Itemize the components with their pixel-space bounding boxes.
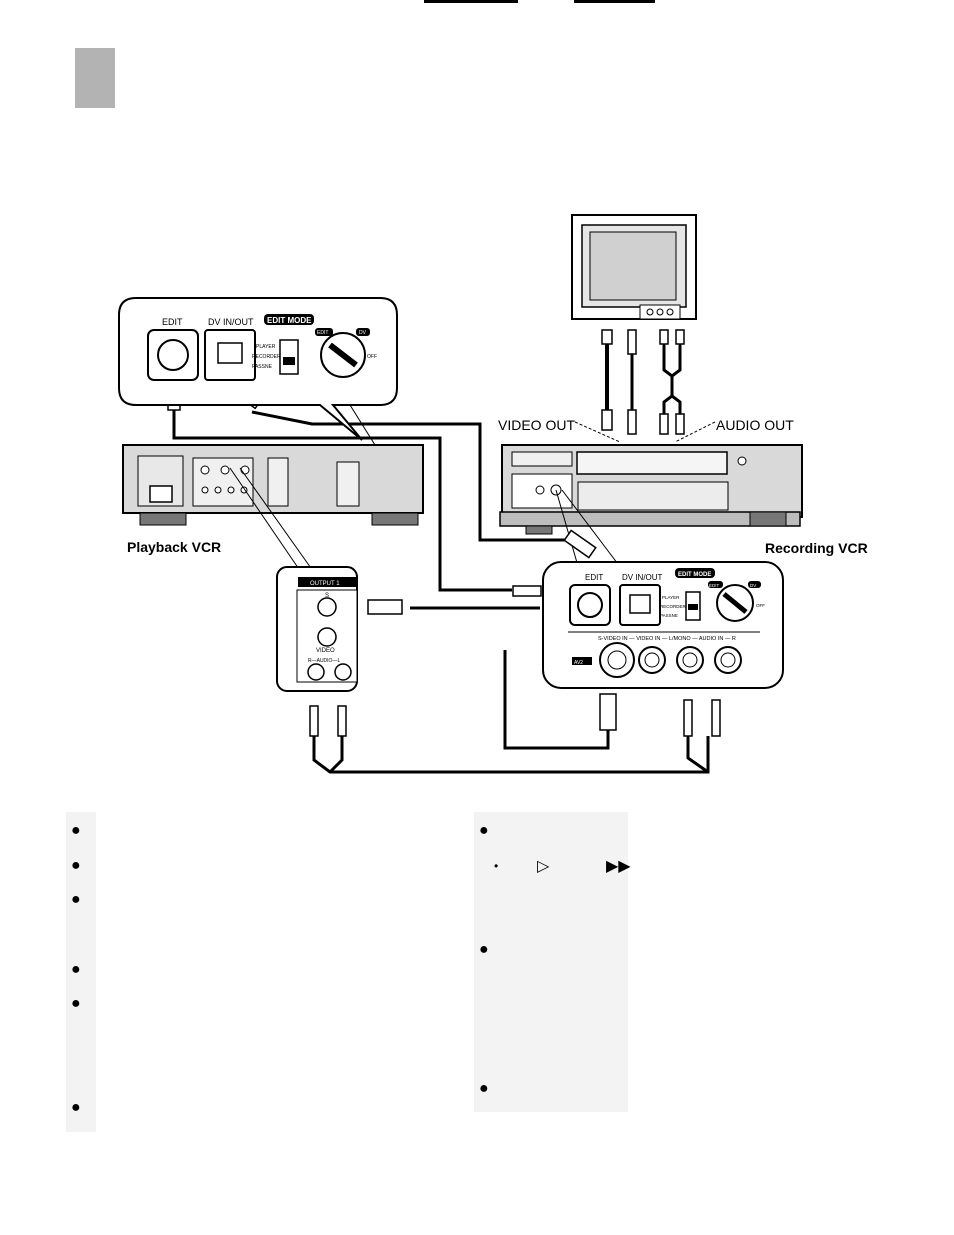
recording-edit-mode-label: EDIT MODE (678, 572, 711, 578)
right-column-shade (474, 812, 628, 1112)
recording-dial-dv: DV (750, 583, 756, 588)
section-tab (75, 48, 115, 108)
play-icon: ▷ (537, 858, 550, 875)
audio-out-label: AUDIO OUT (716, 417, 794, 433)
recording-vcr-label: Recording VCR (765, 540, 868, 556)
recording-dial-edit: EDIT (709, 583, 720, 588)
fast-forward-icon: ▶▶ (606, 858, 631, 875)
header-rule-left (424, 0, 518, 3)
bullet-left-5: ● (71, 995, 81, 1012)
recording-edit-label: EDIT (585, 573, 603, 582)
bullet-right-1: ● (479, 822, 489, 839)
playback-switch-recorder: RECORDER (252, 354, 281, 360)
recording-vcr (499, 444, 803, 535)
output-video-label: VIDEO (316, 648, 335, 654)
tv-set (571, 214, 697, 320)
playback-vcr-label: Playback VCR (127, 539, 221, 555)
recording-edit-panel (542, 561, 784, 689)
playback-dial-edit: EDIT (317, 330, 328, 336)
recording-switch-recorder: RECORDER (660, 604, 687, 609)
output-audio-label: R—AUDIO—L (308, 658, 340, 664)
recording-dial-off: OFF (756, 603, 765, 608)
output-panel (276, 566, 358, 692)
bullet-left-3: ● (71, 891, 81, 908)
sub-bullet-right-1: • (494, 859, 499, 873)
playback-edit-panel (118, 297, 398, 441)
bullet-left-2: ● (71, 857, 81, 874)
recording-input-row-label: S-VIDEO IN — VIDEO IN — L/MONO — AUDIO I… (598, 636, 736, 642)
playback-dial-off: OFF (367, 354, 377, 360)
main-cables (172, 404, 710, 774)
playback-switch-passne: PASSNE (252, 364, 273, 370)
left-column-shade (66, 812, 96, 1132)
playback-edit-mode-label: EDIT MODE (267, 316, 312, 325)
recording-av-label: AV2 (574, 660, 583, 666)
tv-cables (574, 329, 716, 443)
recording-switch-player: PLAYER (662, 595, 680, 600)
video-out-label: VIDEO OUT (498, 417, 575, 433)
playback-switch-player: PLAYER (256, 344, 276, 350)
playback-vcr (122, 444, 424, 526)
bullet-left-4: ● (71, 961, 81, 978)
recording-dv-label: DV IN/OUT (622, 573, 663, 582)
bullet-right-2: ● (479, 941, 489, 958)
output-panel-title: OUTPUT 1 (310, 581, 340, 587)
playback-dial-dv: DV (359, 330, 367, 336)
output-s-label: S (325, 593, 329, 599)
connection-diagram: VIDEO OUT AUDIO OUT (118, 214, 868, 774)
header-rule-right (574, 0, 655, 3)
playback-dv-label: DV IN/OUT (208, 317, 254, 327)
bullet-right-3: ● (479, 1080, 489, 1097)
bullet-left-1: ● (71, 822, 81, 839)
bullet-left-6: ● (71, 1099, 81, 1116)
recording-switch-passne: PASSNE (660, 613, 678, 618)
playback-edit-label: EDIT (162, 317, 183, 327)
